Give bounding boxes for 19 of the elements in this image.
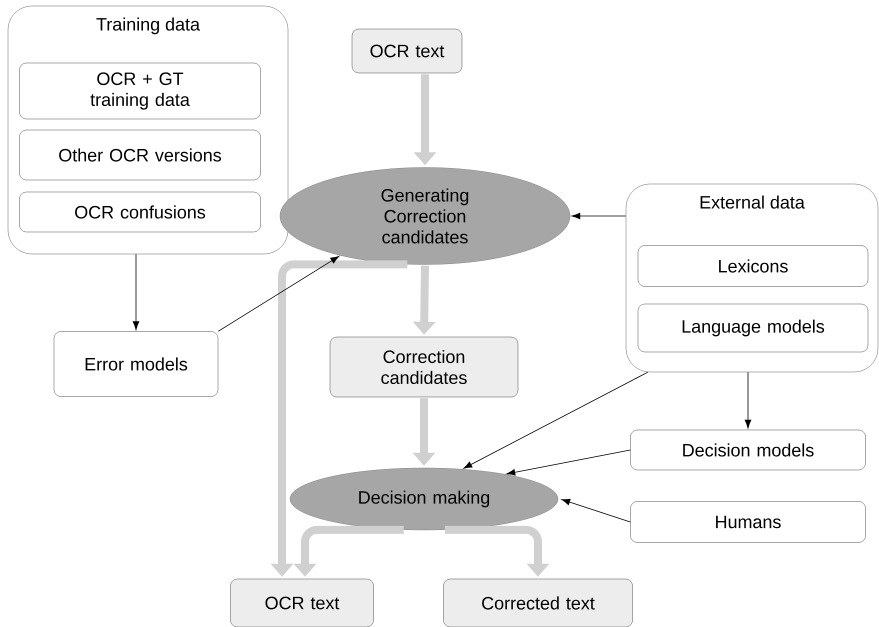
process-box: OCR confusions — [19, 192, 261, 232]
process-box: OCR + GT training data — [19, 62, 261, 120]
arrow — [572, 212, 626, 220]
process-box: Other OCR versions — [19, 130, 261, 180]
arrow — [506, 450, 631, 476]
arrow — [561, 498, 631, 522]
arrow — [744, 372, 752, 428]
arrow — [463, 372, 648, 469]
process-box: Decision models — [630, 430, 866, 470]
process-box: Corrected text — [443, 578, 633, 627]
process-box: Correction candidates — [330, 336, 518, 398]
process-box: Language models — [638, 304, 868, 352]
process-box: Error models — [54, 331, 218, 397]
arrow — [132, 254, 140, 330]
process-box: OCR text — [352, 28, 462, 74]
process-box: Lexicons — [638, 245, 868, 287]
process-box: OCR text — [230, 578, 374, 627]
arrow — [218, 256, 340, 332]
process-box: Humans — [630, 501, 866, 543]
